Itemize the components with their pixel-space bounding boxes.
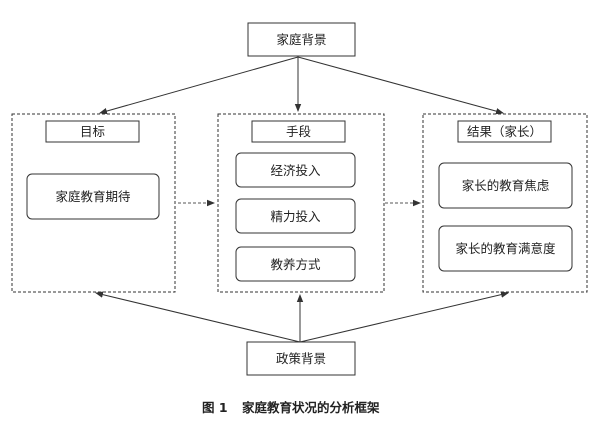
arrow-policy-to-goal [95, 291, 301, 343]
family-background-label: 家庭背景 [276, 32, 326, 47]
means-title: 手段 [286, 124, 311, 139]
means-item-box-1 [235, 152, 356, 188]
means-item-box-3 [235, 246, 356, 282]
means-item-energy-investment: 精力投入 [270, 209, 321, 224]
arrows-from-family-background [99, 56, 504, 115]
goal-item-box [26, 173, 160, 220]
arrows-from-policy-background [95, 291, 509, 343]
policy-background-label: 政策背景 [276, 351, 326, 366]
goal-title-box [45, 120, 140, 143]
means-item-parenting-style: 教养方式 [270, 257, 321, 272]
figure-title: 家庭教育状况的分析框架 [242, 400, 380, 415]
arrow-family-to-outcome [297, 56, 504, 115]
outcome-title: 结果（家长） [467, 124, 542, 139]
figure-number: 图 1 [202, 400, 228, 415]
outcome-item-box-2 [438, 225, 573, 272]
outcome-item-satisfaction: 家长的教育满意度 [455, 241, 556, 256]
means-item-economic-investment: 经济投入 [270, 163, 321, 178]
means-item-box-2 [235, 198, 356, 234]
outcome-item-anxiety: 家长的教育焦虑 [462, 178, 550, 193]
goal-title: 目标 [80, 124, 105, 139]
means-panel: 手段 经济投入 精力投入 教养方式 [217, 113, 385, 293]
goal-panel: 目标 家庭教育期待 [11, 113, 176, 293]
figure-caption: 图 1 家庭教育状况的分析框架 [202, 400, 380, 415]
arrow-family-to-goal [99, 56, 299, 115]
outcome-item-box-1 [438, 162, 573, 209]
outcome-panel: 结果（家长） 家长的教育焦虑 家长的教育满意度 [422, 113, 588, 293]
outcome-panel-border [422, 113, 588, 293]
arrow-policy-to-outcome [299, 291, 509, 343]
goal-panel-border [11, 113, 176, 293]
family-background-box: 家庭背景 [247, 22, 356, 57]
means-panel-border [217, 113, 385, 293]
goal-item-expectation: 家庭教育期待 [55, 189, 131, 204]
outcome-title-box [457, 120, 552, 143]
policy-background-box: 政策背景 [246, 341, 356, 376]
means-title-box [251, 120, 346, 143]
